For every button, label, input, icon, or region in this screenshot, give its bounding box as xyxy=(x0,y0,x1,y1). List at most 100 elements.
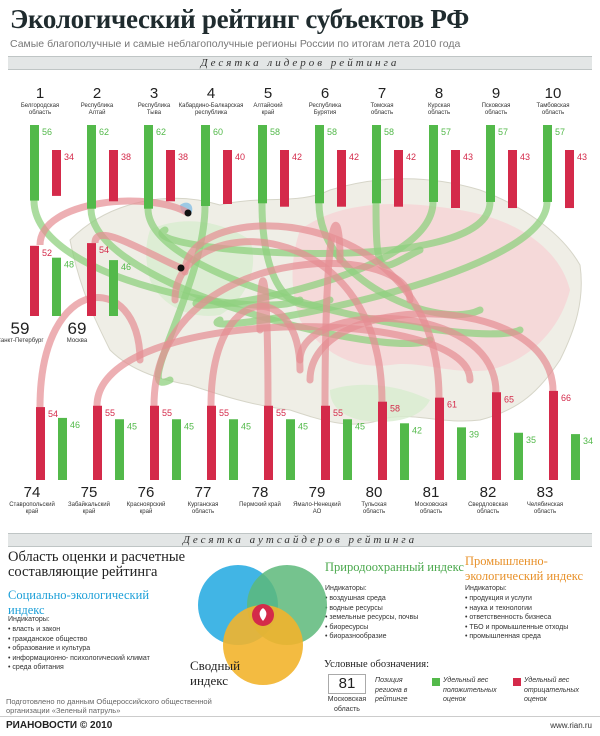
outsider-positive-label: 46 xyxy=(70,420,80,430)
capital-arc xyxy=(91,231,183,272)
legend-rank-box: 81 xyxy=(328,674,366,694)
footer-url: www.rian.ru xyxy=(550,721,592,730)
outsider-rank: 82 xyxy=(480,484,497,501)
outsider-negative-label: 55 xyxy=(333,408,343,418)
leader-negative-label: 38 xyxy=(178,152,188,162)
outsider-positive-bar xyxy=(400,423,409,480)
industry-indicator-item: • ответственность бизнеса xyxy=(465,614,552,621)
leader-rank: 5 xyxy=(264,85,272,102)
outsider-positive-bar xyxy=(343,419,352,480)
leader-negative-label: 42 xyxy=(292,152,302,162)
outsider-positive-label: 35 xyxy=(526,435,536,445)
leader-negative-label: 43 xyxy=(520,152,530,162)
legend-place-label: Позиция региона в рейтинге xyxy=(375,677,408,703)
outsider-negative-bar xyxy=(93,405,102,480)
leader-arc xyxy=(213,198,551,328)
outsider-positive-label: 45 xyxy=(355,421,365,431)
leader-positive-bar xyxy=(258,125,267,204)
industry-indicator-item: • наука и технологии xyxy=(465,604,532,612)
leader-rank: 8 xyxy=(435,85,443,102)
leaders-band: Десятка лидеров рейтинга xyxy=(8,56,592,70)
industry-indicators-list: • продукция и услуги • наука и технологии… xyxy=(465,594,595,642)
social-indicators-list: • власть и закон• гражданское общество• … xyxy=(8,625,158,673)
leader-negative-bar xyxy=(109,150,118,202)
connection-arcs xyxy=(30,197,557,411)
nature-indicators-label: Индикаторы: xyxy=(325,585,367,592)
industry-indicator-item: • ТБО и промышленные отходы xyxy=(465,623,569,631)
outsider-positive-bar xyxy=(58,417,67,480)
page-subtitle: Самые благополучные и самые неблагополуч… xyxy=(10,38,461,50)
social-indicator-item: • власть и закон xyxy=(8,626,61,633)
capital-negative-label: 54 xyxy=(99,245,109,255)
capital-positive-label: 46 xyxy=(121,262,131,272)
outsider-negative-label: 55 xyxy=(162,408,172,418)
outsider-rank: 78 xyxy=(252,484,269,501)
leader-positive-label: 60 xyxy=(213,127,223,137)
outsider-rank: 76 xyxy=(138,484,155,501)
outsider-positive-bar xyxy=(514,432,523,480)
capital-negative-bar xyxy=(30,245,39,316)
outsider-arc xyxy=(306,310,557,395)
outsider-negative-label: 55 xyxy=(219,408,229,418)
leader-positive-label: 56 xyxy=(42,127,52,137)
leader-rank: 6 xyxy=(321,85,329,102)
outsider-positive-label: 45 xyxy=(127,421,137,431)
outsider-negative-label: 54 xyxy=(48,409,58,419)
leader-negative-bar xyxy=(223,150,232,204)
outsider-negative-bar xyxy=(378,401,387,480)
leader-positive-bar xyxy=(543,125,552,202)
outsider-positive-bar xyxy=(115,419,124,480)
leader-rank: 9 xyxy=(492,85,500,102)
outsider-rank: 75 xyxy=(81,484,98,501)
outsider-positive-label: 45 xyxy=(298,421,308,431)
social-indicator-item: • информационно- психологический климат xyxy=(8,654,150,662)
leader-positive-bar xyxy=(30,125,39,201)
outsider-arc xyxy=(296,315,500,396)
outsider-arc xyxy=(256,277,272,410)
capital-positive-bar xyxy=(52,257,61,316)
outsider-positive-bar xyxy=(229,419,238,480)
outsider-rank: 81 xyxy=(423,484,440,501)
leader-negative-bar xyxy=(337,150,346,207)
outsider-positive-label: 39 xyxy=(469,429,479,439)
combined-index-label: Сводный индекс xyxy=(190,658,241,688)
nature-indicator-item: • воздушная среда xyxy=(325,595,386,602)
leader-positive-label: 57 xyxy=(441,127,451,137)
social-indicator-item: • среда обитания xyxy=(8,664,64,671)
leader-rank: 1 xyxy=(36,85,44,102)
capital-negative-bar xyxy=(87,243,96,316)
methodology-heading: Область оценки и расчетные составляющие … xyxy=(8,549,186,580)
leader-rank: 2 xyxy=(93,85,101,102)
leader-positive-label: 62 xyxy=(99,127,109,137)
leader-positive-bar xyxy=(372,125,381,204)
outsider-negative-label: 55 xyxy=(105,408,115,418)
leader-negative-bar xyxy=(394,150,403,207)
social-indicator-item: • образование и культура xyxy=(8,645,91,652)
industry-indicator-item: • продукция и услуги xyxy=(465,595,532,602)
leader-positive-bar xyxy=(486,125,495,202)
venn-center-icon xyxy=(259,608,267,621)
